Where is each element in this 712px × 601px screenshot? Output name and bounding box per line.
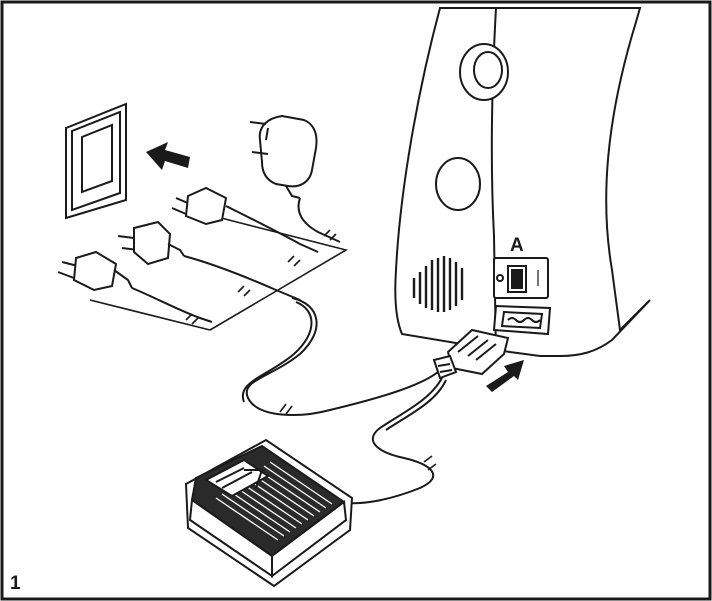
sewing-machine-icon bbox=[394, 7, 651, 357]
plug-variants-card bbox=[89, 209, 349, 331]
us-plug-icon bbox=[117, 220, 301, 301]
insert-arrow-left bbox=[146, 142, 190, 170]
cord-break-marks bbox=[185, 229, 337, 325]
pedal-connector-icon bbox=[432, 328, 510, 380]
figure-number: 1 bbox=[10, 573, 21, 594]
wall-socket-icon bbox=[65, 102, 127, 220]
foot-pedal-icon bbox=[184, 438, 354, 588]
cord-break-marks-2 bbox=[279, 403, 437, 471]
euro-plug-lower-icon bbox=[57, 250, 213, 323]
callout-label-a: A bbox=[510, 235, 524, 256]
insert-arrow-right bbox=[486, 360, 524, 392]
euro-plug-icon bbox=[171, 186, 319, 253]
cords bbox=[241, 297, 447, 505]
control-knob bbox=[435, 157, 481, 211]
wall-adapter-icon bbox=[249, 114, 341, 243]
